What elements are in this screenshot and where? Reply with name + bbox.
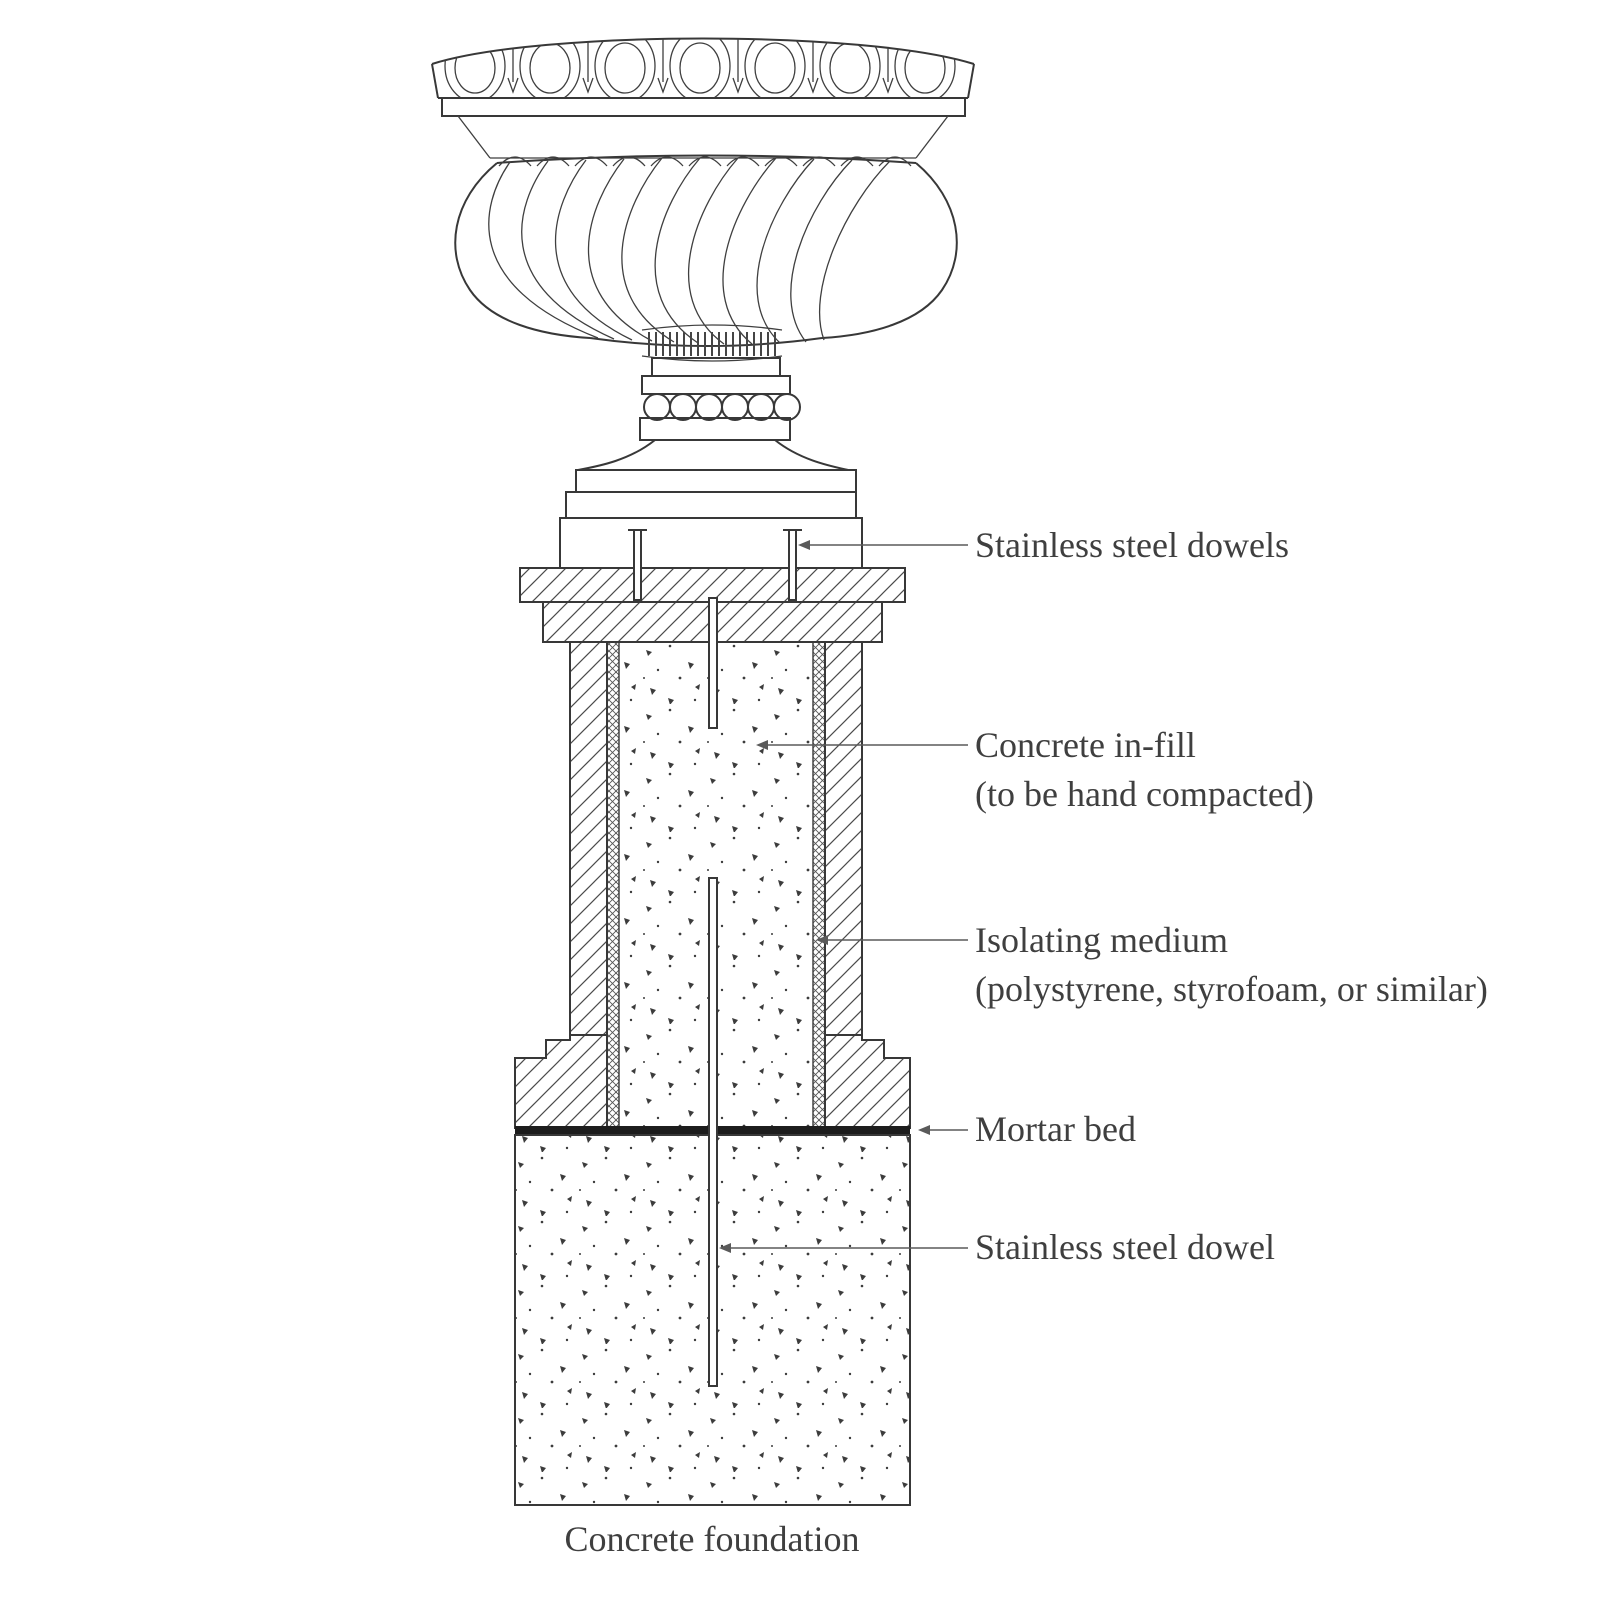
leader-isolating-medium [816, 935, 968, 945]
urn-plinth [559, 491, 863, 569]
center-dowels [708, 597, 718, 1387]
urn-drawing [431, 37, 975, 493]
upper-center-dowel [708, 597, 718, 729]
dowel-pins [628, 529, 802, 601]
label-mortar-bed: Mortar bed [975, 1109, 1136, 1149]
label-concrete-foundation: Concrete foundation [565, 1519, 860, 1559]
isolating-medium-right [812, 641, 826, 1129]
base-molding [514, 1034, 911, 1129]
label-concrete-infill-line1: Concrete in-fill [975, 725, 1196, 765]
label-stainless-steel-dowel: Stainless steel dowel [975, 1227, 1275, 1267]
long-center-dowel [708, 877, 718, 1387]
isolating-medium-left [606, 641, 620, 1129]
label-isolating-medium-line1: Isolating medium [975, 920, 1228, 960]
shaft-wall-right [824, 641, 863, 1036]
label-isolating-medium-line2: (polystyrene, styrofoam, or similar) [975, 969, 1488, 1009]
leader-stainless-steel-dowel [719, 1243, 968, 1253]
label-concrete-infill-line2: (to be hand compacted) [975, 774, 1314, 814]
shaft-wall-left [569, 641, 608, 1036]
label-stainless-steel-dowels: Stainless steel dowels [975, 525, 1289, 565]
leader-mortar-bed [918, 1125, 968, 1135]
leader-concrete-infill [756, 740, 968, 750]
urn-stem-and-foot [575, 324, 857, 493]
bead-row [643, 393, 801, 421]
gadrooned-bowl [454, 154, 958, 347]
leader-stainless-steel-dowels [798, 540, 968, 550]
egg-and-dart-rim [431, 37, 975, 159]
